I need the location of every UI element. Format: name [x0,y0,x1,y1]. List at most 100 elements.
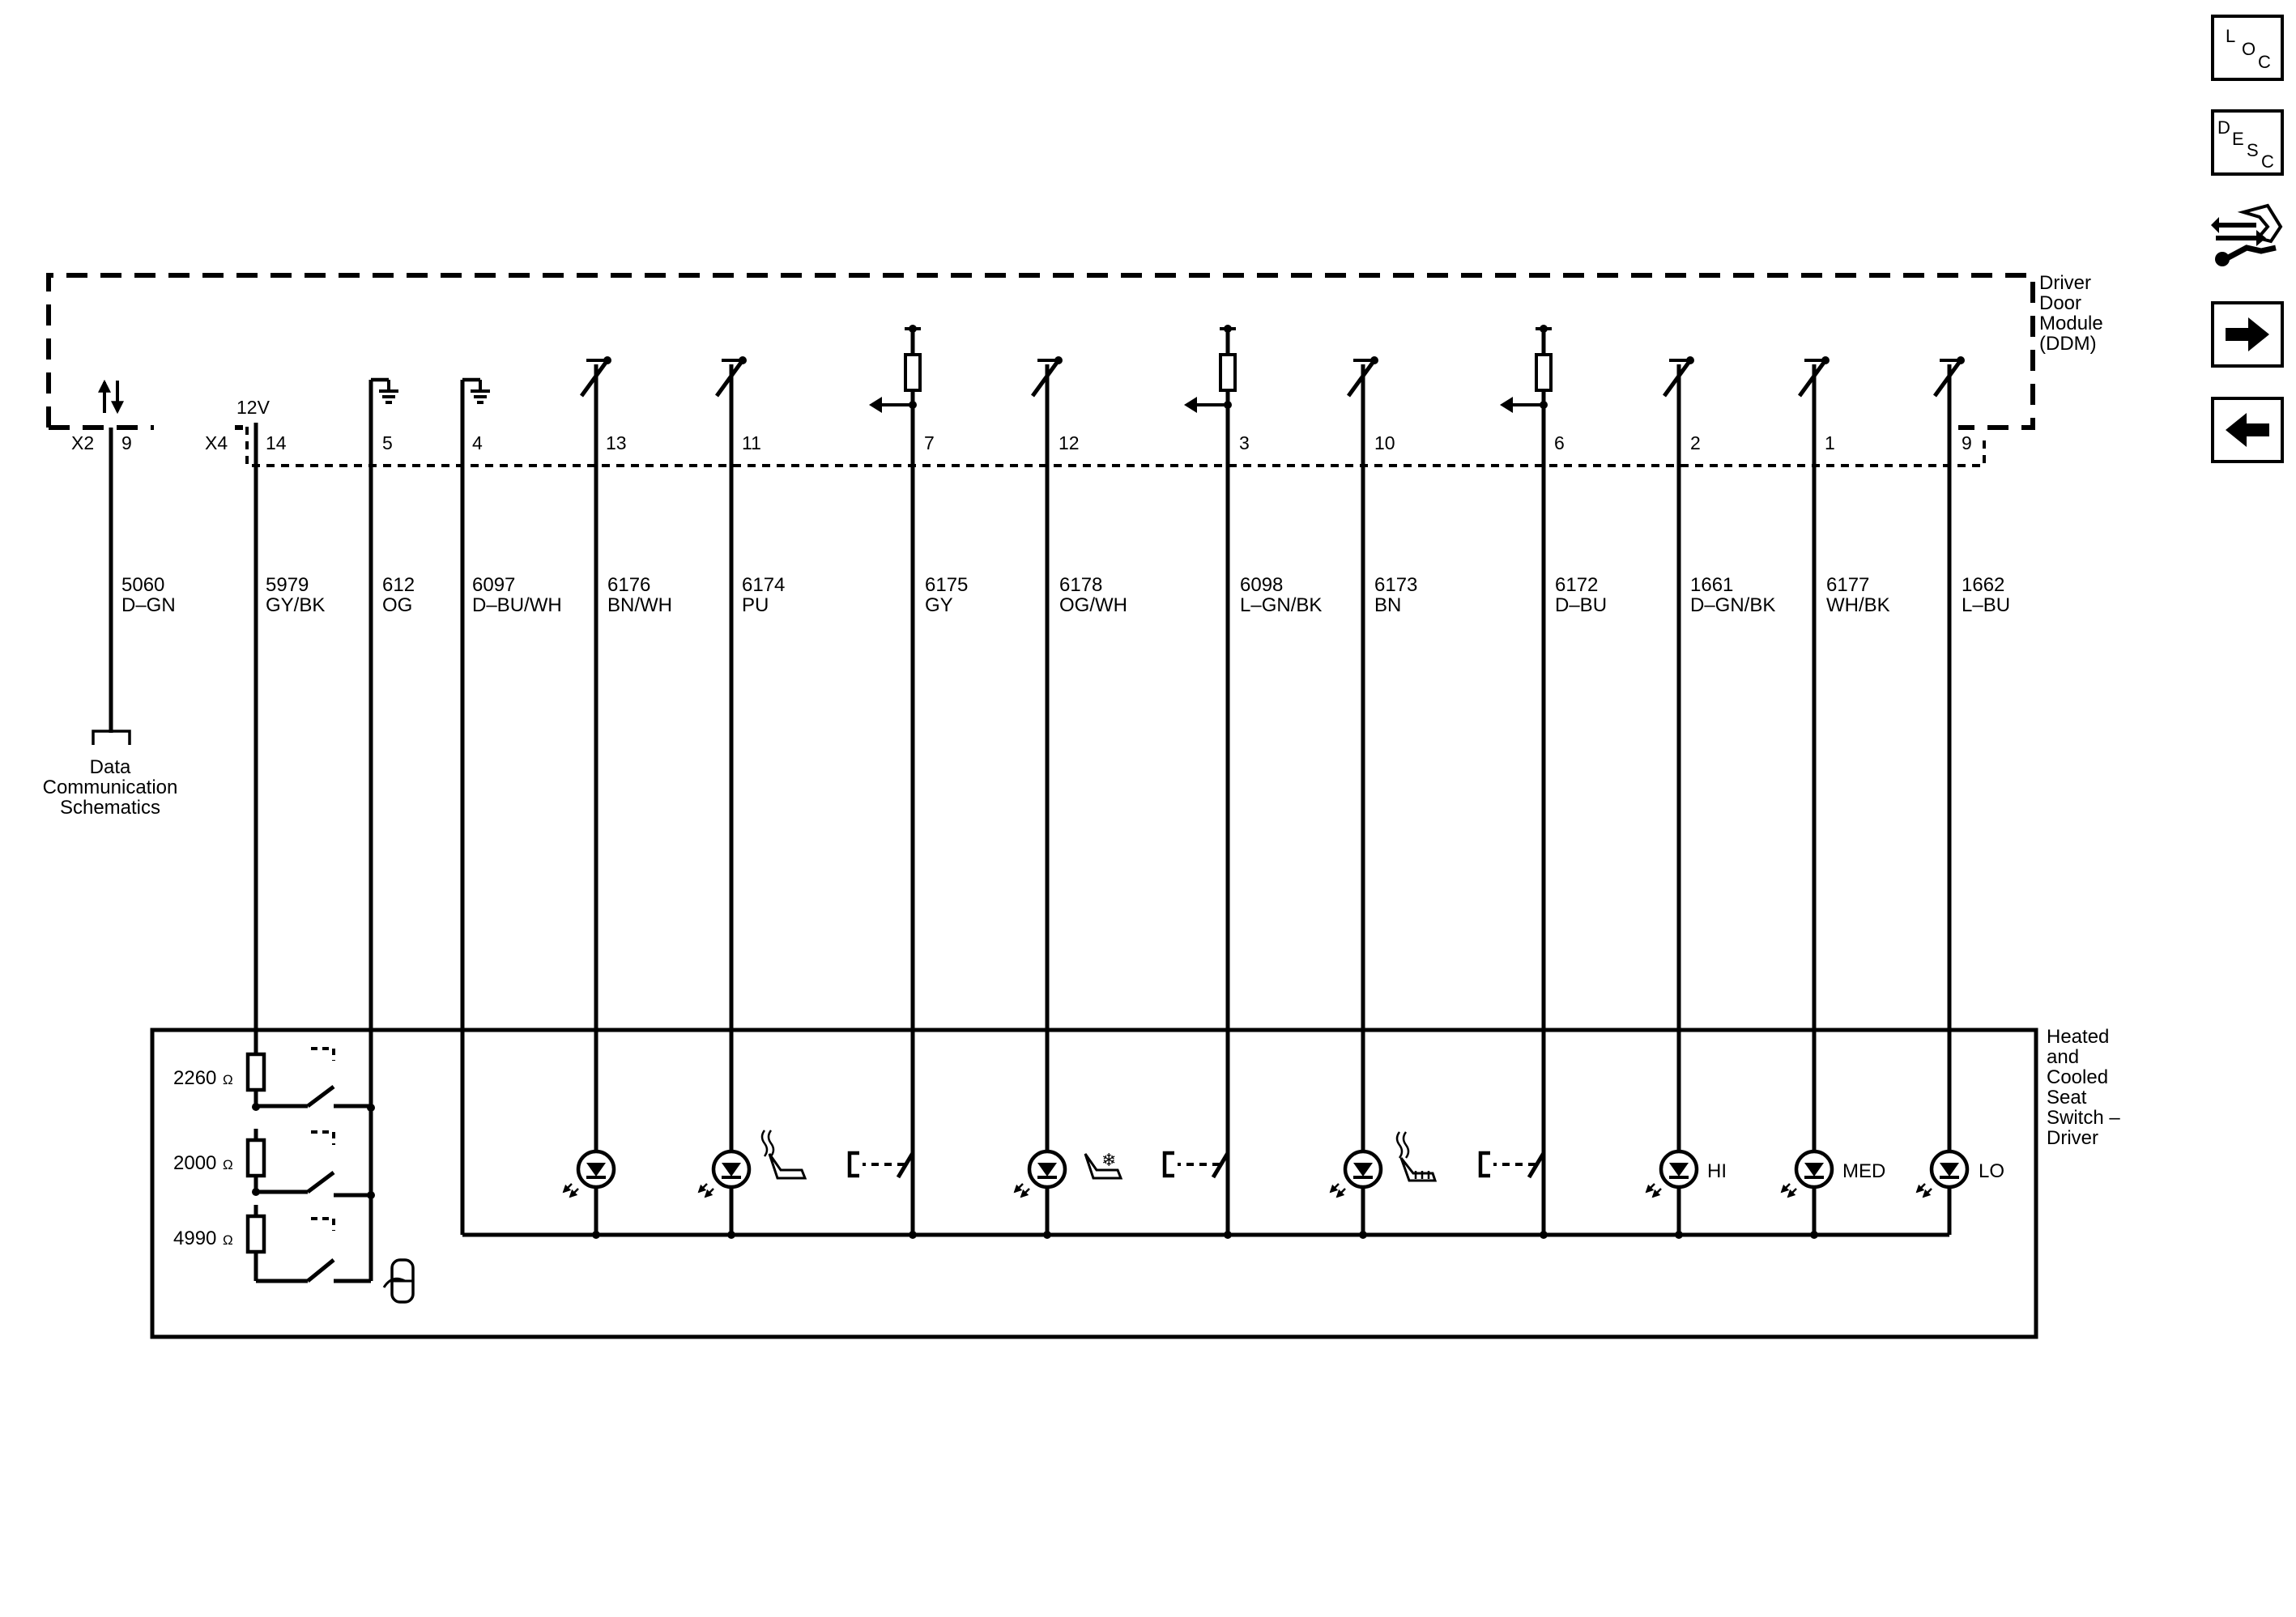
wire-color: PU [742,594,769,616]
lo-label: LO [1979,1160,2004,1182]
resistor-value: 4990 [173,1228,216,1249]
wire-color: OG [382,594,412,616]
pin-number: 11 [742,432,761,453]
seat-switch-label: Heated and Cooled Seat Switch – Driver [2047,1026,2120,1149]
pin-number: 14 [266,432,287,453]
med-label: MED [1842,1160,1885,1182]
pin-number: 9 [1962,432,1972,453]
heat-indicator-led-icon [699,1151,749,1197]
ground-icon [371,380,398,409]
pullup-resistor-icon [1500,325,1552,413]
seat-position-icon [382,1258,415,1304]
hi-label: HI [1707,1160,1727,1182]
wire-color: L–GN/BK [1240,594,1322,616]
wire-circuit: 6172 [1555,574,1598,596]
wire-circuit: 612 [382,574,415,596]
wire-circuit: 5979 [266,574,309,596]
circuit-wires [253,364,1952,1237]
wire-circuit: 6177 [1826,574,1869,596]
svg-text:Communication: Communication [43,777,178,798]
resistor-value: 2260 [173,1067,216,1089]
diagnostic-connector-icon[interactable] [2211,202,2284,269]
wire-circuit: 6176 [607,574,650,596]
wire-circuit: 5060 [121,574,164,596]
wire-circuit: 6098 [1240,574,1283,596]
loc-letter: O [2242,39,2256,59]
svg-text:Module: Module [2039,313,2103,334]
heat-push-switch-icon [850,1137,913,1234]
svg-text:Data: Data [90,756,131,778]
wire-circuit: 6175 [925,574,968,596]
wire-color: D–BU [1555,594,1607,616]
wire-circuit: 6174 [742,574,785,596]
svg-text:Driver: Driver [2047,1127,2098,1149]
desc-letter: D [2217,117,2230,138]
desc-letter: E [2232,129,2244,149]
wire-color: OG/WH [1059,594,1127,616]
wire-circuit: 1662 [1962,574,2004,596]
wire-color: GY/BK [266,594,325,616]
wire-color: D–GN/BK [1690,594,1775,616]
pin-number: 2 [1690,432,1701,453]
svg-text:Schematics: Schematics [60,797,160,819]
previous-arrow-button[interactable] [2211,397,2284,463]
svg-text:(DDM): (DDM) [2039,333,2097,355]
pullup-resistor-icon [869,325,921,413]
wire-color: WH/BK [1826,594,1890,616]
wire-color: BN [1374,594,1401,616]
svg-text:Heated: Heated [2047,1026,2109,1048]
heat-indicator-led-icon [1331,1151,1381,1197]
wire-color: GY [925,594,953,616]
resistor-unit: Ω [223,1232,233,1248]
pin-number: 6 [1554,432,1565,453]
lo-indicator-led-icon [1917,1151,1967,1197]
wire-circuit: 6173 [1374,574,1417,596]
pin-number: 10 [1374,432,1395,453]
pin-number: 5 [382,432,393,453]
pin-number: 12 [1059,432,1080,453]
description-button[interactable]: D E S C [2211,109,2284,176]
location-button[interactable]: L O C [2211,15,2284,81]
wire-circuit: 1661 [1690,574,1733,596]
resistor-unit: Ω [223,1157,233,1172]
resistor-value: 2000 [173,1152,216,1174]
voltage-label: 12V [236,397,270,418]
serial-data-wire [92,379,131,745]
wire-color: L–BU [1962,594,2010,616]
svg-text:❄: ❄ [1101,1150,1116,1170]
heated-seat-icon [760,1130,807,1180]
next-arrow-button[interactable] [2211,301,2284,368]
ddm-label: Driver Door Module (DDM) [2039,272,2103,355]
svg-text:Seat: Seat [2047,1087,2087,1108]
svg-text:and: and [2047,1046,2079,1068]
pin-number: 13 [606,432,627,453]
wire-circuit: 6178 [1059,574,1102,596]
wire-circuit: 6097 [472,574,515,596]
pin-number: 3 [1239,432,1250,453]
pin-number: 4 [472,432,483,453]
data-comm-link[interactable]: Data Communication Schematics [43,756,178,819]
svg-text:Switch –: Switch – [2047,1107,2120,1129]
resistor-unit: Ω [223,1072,233,1087]
connector-x2-label: X2 [71,432,94,453]
heated-backrest-icon [1395,1131,1438,1182]
bus-junctions [592,1231,1818,1239]
resistor-labels: 2260 Ω 2000 Ω 4990 Ω [173,1067,233,1249]
svg-text:Cooled: Cooled [2047,1066,2108,1088]
cool-indicator-led-icon [1015,1151,1065,1197]
ddm-module-outline [46,273,2035,467]
pullup-resistor-icon [1184,325,1236,413]
backrest-push-switch-icon [1480,1137,1544,1234]
connector-x4-label: X4 [205,432,228,453]
med-indicator-led-icon [1782,1151,1832,1197]
wire-color: D–GN [121,594,176,616]
wire-color: D–BU/WH [472,594,562,616]
loc-letter: L [2226,26,2235,46]
wire-labels: 5060 D–GN 5979 GY/BK 612 OG 6097 D–BU/WH… [121,574,2010,616]
hi-indicator-led-icon [1646,1151,1697,1197]
seat-switch-outline [150,1028,2038,1339]
cool-push-switch-icon [1165,1137,1228,1234]
desc-letter: S [2247,140,2259,160]
ground-icon [462,380,490,409]
